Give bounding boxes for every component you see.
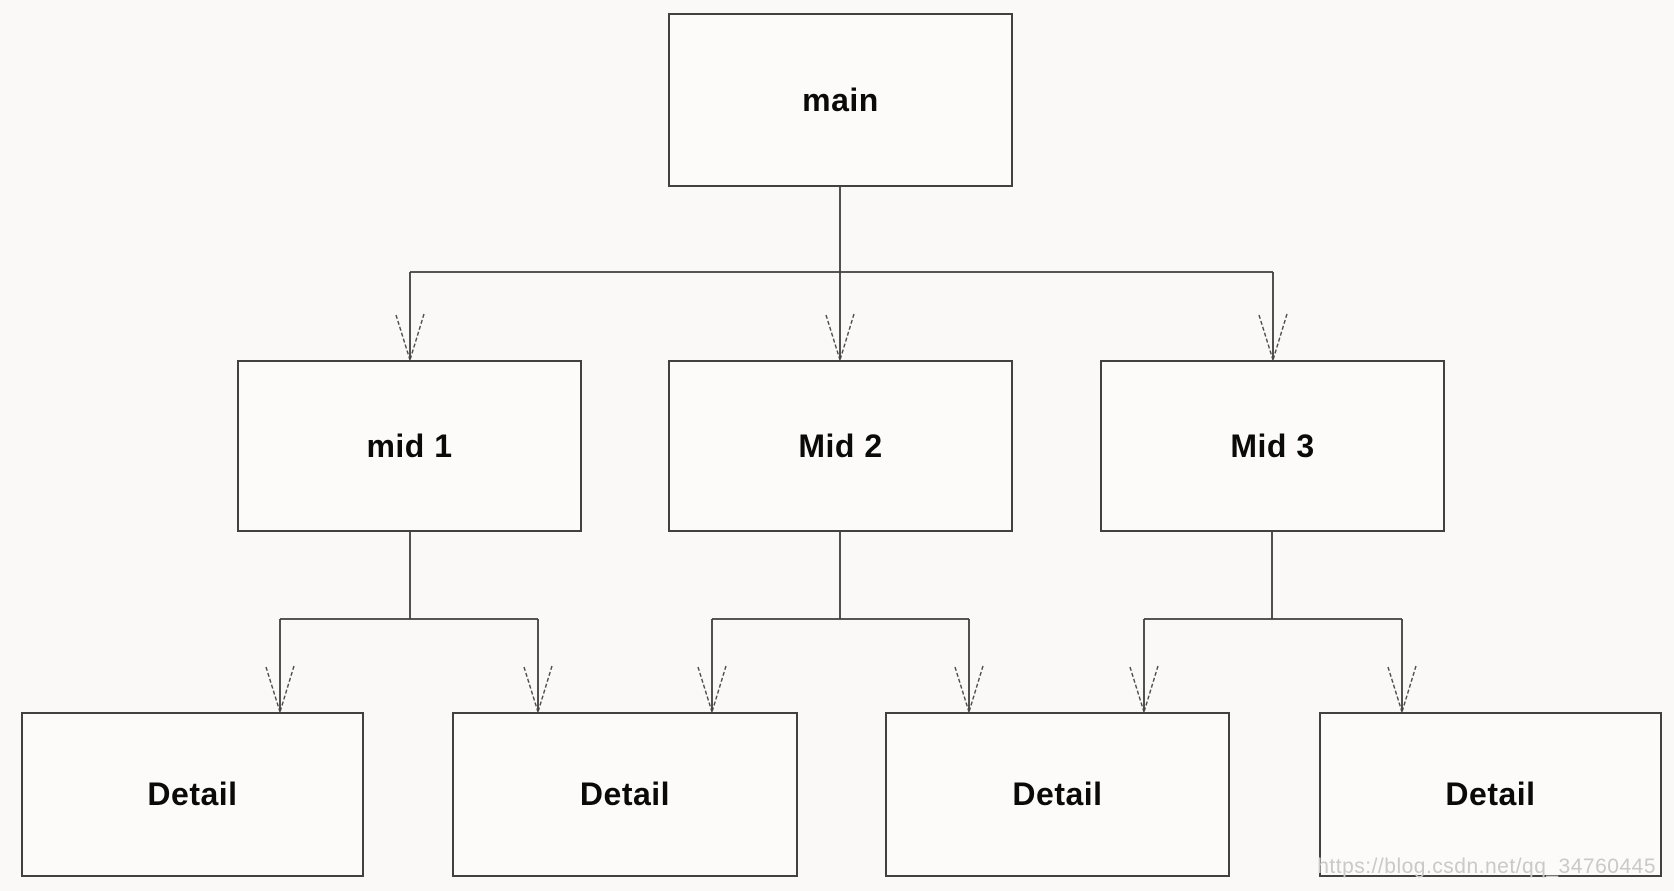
node-detail3: Detail: [885, 712, 1230, 877]
node-detail1: Detail: [21, 712, 364, 877]
arrowhead-detail4-icon: [1387, 665, 1417, 713]
arrowhead-mid3-icon: [1258, 313, 1288, 361]
node-detail1-label: Detail: [147, 776, 238, 812]
node-detail4-label: Detail: [1445, 776, 1536, 812]
node-mid1-label: mid 1: [366, 427, 453, 464]
node-detail4: Detail: [1319, 712, 1662, 877]
node-main: main: [668, 13, 1013, 187]
arrowhead-detail2-right-icon: [697, 665, 727, 713]
arrowhead-detail1-icon: [265, 665, 295, 713]
node-mid3-label: Mid 3: [1230, 427, 1315, 464]
node-detail2-label: Detail: [579, 776, 671, 812]
arrowhead-mid1-icon: [395, 313, 425, 361]
watermark: https://blog.csdn.net/qq_34760445: [1317, 855, 1656, 878]
arrowhead-detail3-left-icon: [954, 665, 984, 713]
node-detail2: Detail: [452, 712, 798, 877]
node-mid2-label: Mid 2: [798, 427, 883, 464]
arrowhead-detail2-left-icon: [523, 665, 553, 713]
node-mid1: mid 1: [237, 360, 582, 532]
arrowhead-mid2-icon: [825, 313, 855, 361]
node-mid3: Mid 3: [1100, 360, 1445, 532]
arrowhead-detail3-right-icon: [1129, 665, 1159, 713]
node-mid2: Mid 2: [668, 360, 1013, 532]
node-detail3-label: Detail: [1012, 776, 1103, 812]
node-main-label: main: [802, 81, 879, 118]
